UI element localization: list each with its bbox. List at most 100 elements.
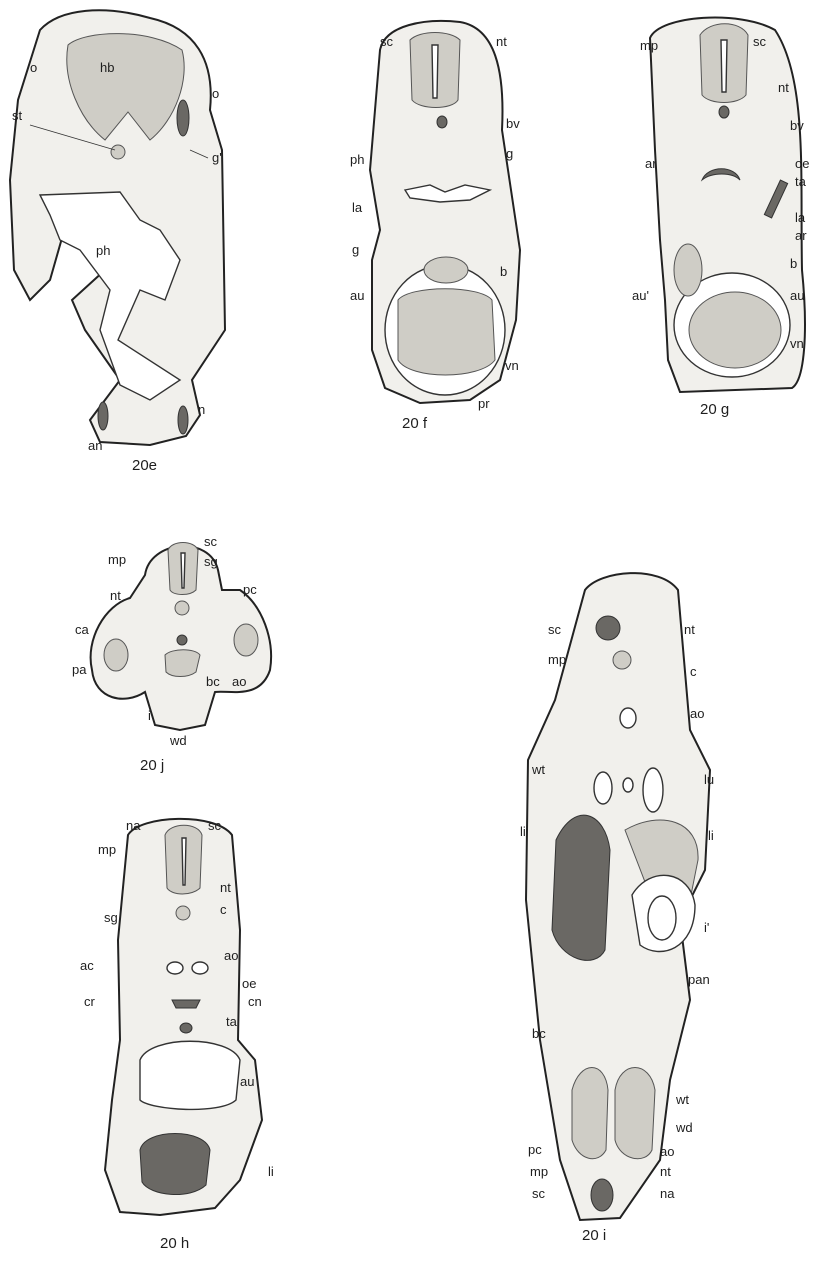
label-oe-20g: oe (795, 156, 809, 171)
label-sc-bottom-20i: sc (532, 1186, 546, 1201)
label-oe-20h: oe (242, 976, 256, 991)
label-g2-20f: g (352, 242, 359, 257)
label-mp-top-20i: mp (548, 652, 566, 667)
label-ac-20h: ac (80, 958, 94, 973)
label-pr-20f: pr (478, 396, 490, 411)
label-bc-20i: bc (532, 1026, 546, 1041)
notochord-top-20i (613, 651, 631, 669)
wolffian-right-20i (615, 1068, 655, 1159)
label-o-right: o (212, 86, 219, 101)
ventricle-20f (398, 289, 495, 375)
notochord-20f (437, 116, 447, 128)
label-nt-20j: nt (110, 588, 121, 603)
label-sc-20j: sc (204, 534, 218, 549)
label-wt-top-20i: wt (531, 762, 545, 777)
caption-20g: 20 g (700, 401, 729, 418)
atrium-left-20g (674, 244, 702, 296)
label-au-prime-20g: au' (632, 288, 649, 303)
aorta-left-20h (167, 962, 183, 974)
label-bv-20f: bv (506, 116, 520, 131)
label-i-prime-20i: i' (704, 920, 709, 935)
aorta-20i (620, 708, 636, 728)
label-pa-20j: pa (72, 662, 87, 677)
label-ao-bottom-20i: ao (660, 1144, 674, 1159)
aorta-right-20h (192, 962, 208, 974)
nasal-pit-left (98, 402, 108, 430)
label-au-20g: au (790, 288, 804, 303)
label-sc-20h: sc (208, 818, 222, 833)
label-bv-20g: bv (790, 118, 804, 133)
oesophagus-20h (172, 1000, 200, 1008)
label-cn-20h: cn (248, 994, 262, 1009)
label-mp-20j: mp (108, 552, 126, 567)
liver-left-20i (552, 815, 610, 960)
label-pc-20i: pc (528, 1142, 542, 1157)
section-20g: mp sc nt bv ar oe ta la ar b au' au vn 2… (632, 18, 809, 418)
label-sc-top-20i: sc (548, 622, 562, 637)
label-na-20i: na (660, 1186, 675, 1201)
label-wd-20j: wd (169, 733, 187, 748)
spinal-cord-bottom-20i (591, 1179, 613, 1211)
canal-20g (721, 40, 727, 92)
label-sg-20h: sg (104, 910, 118, 925)
caption-20h: 20 h (160, 1235, 189, 1252)
canal-20f (432, 45, 438, 98)
label-nt-top-20i: nt (684, 622, 695, 637)
wolffian-left-20i (572, 1068, 608, 1159)
lung-left-20i (594, 772, 612, 804)
label-i-20j: i (148, 708, 151, 723)
label-nt-bottom-20i: nt (660, 1164, 671, 1179)
lung-right-20i (643, 768, 663, 812)
label-lu-20i: lu (704, 772, 714, 787)
canal-20j (181, 553, 185, 588)
label-li-left-20i: li (520, 824, 526, 839)
label-pc-20j: pc (243, 582, 257, 597)
label-an: an (88, 438, 102, 453)
label-g-20f: g (506, 146, 513, 161)
label-b-20f: b (500, 264, 507, 279)
label-st: st (12, 108, 23, 123)
label-ar2-20g: ar (795, 228, 807, 243)
limb-left-20j (104, 639, 128, 671)
label-ao-20j: ao (232, 674, 246, 689)
label-vn-20g: vn (790, 336, 804, 351)
otocyst-right (177, 100, 189, 136)
label-li-20h: li (268, 1164, 274, 1179)
label-la-20g: la (795, 210, 806, 225)
trachea-20h (180, 1023, 192, 1033)
label-ta-20g: ta (795, 174, 807, 189)
label-au-20f: au (350, 288, 364, 303)
atrium-20h (140, 1041, 240, 1109)
spinal-cord-top-20i (596, 616, 620, 640)
intestine-lumen-20i (648, 896, 676, 940)
label-ao-top-20i: ao (690, 706, 704, 721)
label-nt-20f: nt (496, 34, 507, 49)
label-sg-20j: sg (204, 554, 218, 569)
label-ar-20g: ar (645, 156, 657, 171)
aorta-20j (177, 635, 187, 645)
label-nt-20h: nt (220, 880, 231, 895)
label-mp-20g: mp (640, 38, 658, 53)
label-wd-20i: wd (675, 1120, 693, 1135)
label-sc-20g: sc (753, 34, 767, 49)
label-au-20h: au (240, 1074, 254, 1089)
label-g-prime: g' (212, 150, 222, 165)
label-ao-20h: ao (224, 948, 238, 963)
ventricle-20g (689, 292, 781, 368)
notochord-20g (719, 106, 729, 118)
label-n: n (198, 402, 205, 417)
label-o-left: o (30, 60, 37, 75)
label-mp-20h: mp (98, 842, 116, 857)
label-bc-20j: bc (206, 674, 220, 689)
limb-right-20j (234, 624, 258, 656)
lumen-20i (623, 778, 633, 792)
label-ph: ph (96, 243, 110, 258)
label-ta-20h: ta (226, 1014, 238, 1029)
caption-20j: 20 j (140, 757, 164, 774)
label-c-20i: c (690, 664, 697, 679)
label-mp-bottom-20i: mp (530, 1164, 548, 1179)
label-hb: hb (100, 60, 114, 75)
label-wt-bottom-20i: wt (675, 1092, 689, 1107)
section-20j: sc mp sg nt pc ca pa bc ao i wd 20 j (72, 534, 271, 774)
